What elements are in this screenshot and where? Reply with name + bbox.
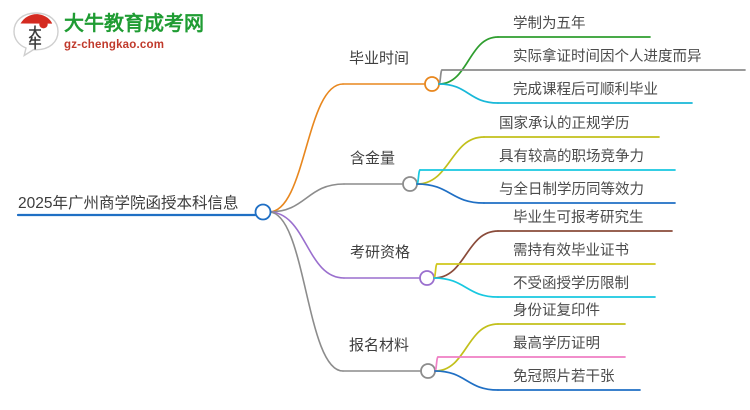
leaf-label-2-0[interactable]: 毕业生可报考研究生 bbox=[513, 210, 644, 226]
leaf-label-0-0[interactable]: 学制为五年 bbox=[513, 16, 586, 32]
leaf-curve-3-1 bbox=[434, 356, 439, 372]
leaf-label-2-2[interactable]: 不受函授学历限制 bbox=[513, 276, 629, 292]
branch-curve-1 bbox=[268, 183, 345, 213]
root-node[interactable] bbox=[254, 203, 272, 221]
leaf-curve-1-1 bbox=[416, 169, 421, 185]
leaf-curve-2-0 bbox=[433, 230, 499, 279]
branch-label-1[interactable]: 含金量 bbox=[350, 150, 396, 167]
leaf-curve-1-2 bbox=[416, 183, 485, 204]
leaf-curve-0-1 bbox=[438, 69, 443, 85]
branch-node-1[interactable] bbox=[402, 176, 418, 192]
leaf-curve-0-2 bbox=[438, 83, 499, 104]
branch-node-2[interactable] bbox=[419, 270, 435, 286]
leaf-curve-1-0 bbox=[416, 136, 485, 185]
svg-text:牛: 牛 bbox=[28, 36, 41, 52]
leaf-label-3-0[interactable]: 身份证复印件 bbox=[513, 303, 600, 319]
leaf-label-0-2[interactable]: 完成课程后可顺利毕业 bbox=[513, 82, 658, 98]
leaf-label-3-1[interactable]: 最高学历证明 bbox=[513, 336, 600, 352]
logo-text: 大牛教育成考网 gz-chengkao.com bbox=[64, 12, 204, 53]
branch-curve-3 bbox=[268, 211, 344, 372]
leaf-curve-3-2 bbox=[434, 370, 499, 391]
logo-domain: gz-chengkao.com bbox=[64, 39, 165, 51]
svg-text:大: 大 bbox=[28, 25, 41, 41]
branch-node-0[interactable] bbox=[424, 76, 440, 92]
branch-label-2[interactable]: 考研资格 bbox=[350, 244, 411, 261]
leaf-label-0-1[interactable]: 实际拿证时间因个人进度而异 bbox=[513, 49, 702, 65]
branch-label-3[interactable]: 报名材料 bbox=[349, 337, 410, 354]
leaf-curve-2-2 bbox=[433, 277, 499, 298]
root-node-label[interactable]: 2025年广州商学院函授本科信息 bbox=[18, 195, 239, 212]
leaf-curve-3-0 bbox=[434, 323, 499, 372]
branch-curve-2 bbox=[268, 211, 345, 279]
branch-curve-0 bbox=[268, 83, 344, 213]
leaf-label-1-2[interactable]: 与全日制学历同等效力 bbox=[499, 182, 644, 198]
site-logo[interactable]: 大 牛 大牛教育成考网 gz-chengkao.com bbox=[12, 8, 204, 60]
leaf-label-2-1[interactable]: 需持有效毕业证书 bbox=[513, 243, 629, 259]
leaf-label-1-0[interactable]: 国家承认的正规学历 bbox=[499, 116, 630, 132]
dane-speech-bubble-logo-icon: 大 牛 bbox=[13, 12, 59, 57]
logo-title: 大牛教育成考网 bbox=[64, 13, 204, 35]
leaf-label-3-2[interactable]: 免冠照片若干张 bbox=[513, 369, 615, 385]
leaf-curve-0-0 bbox=[438, 36, 499, 85]
leaf-curve-2-1 bbox=[433, 263, 438, 279]
leaf-label-1-1[interactable]: 具有较高的职场竞争力 bbox=[499, 149, 644, 165]
branch-node-3[interactable] bbox=[420, 363, 436, 379]
branch-label-0[interactable]: 毕业时间 bbox=[349, 50, 410, 67]
